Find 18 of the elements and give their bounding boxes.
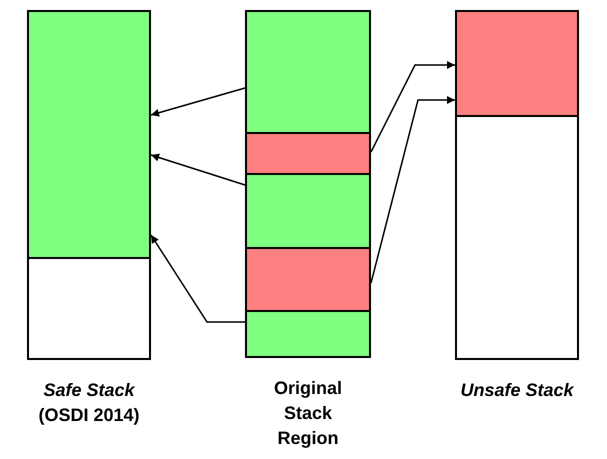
column-caption: Unsafe Stack [459,379,575,402]
stack-segment [27,10,151,259]
column-caption: Original Stack Region [272,377,343,450]
stack-segment [245,247,371,312]
stack-segment [245,132,371,175]
arrow [370,96,455,284]
citation-text: (OSDI 2014) [37,404,141,427]
arrow [150,234,245,323]
stack-segment [455,115,579,360]
arrow [370,61,455,152]
stack-segment [245,10,371,134]
stack-segment [27,257,151,360]
column-caption: Safe Stack [42,379,136,402]
stack-segment [245,310,371,358]
stack-segment [455,10,579,117]
arrow [150,87,246,117]
stack-segment [245,173,371,249]
arrow [150,154,246,186]
